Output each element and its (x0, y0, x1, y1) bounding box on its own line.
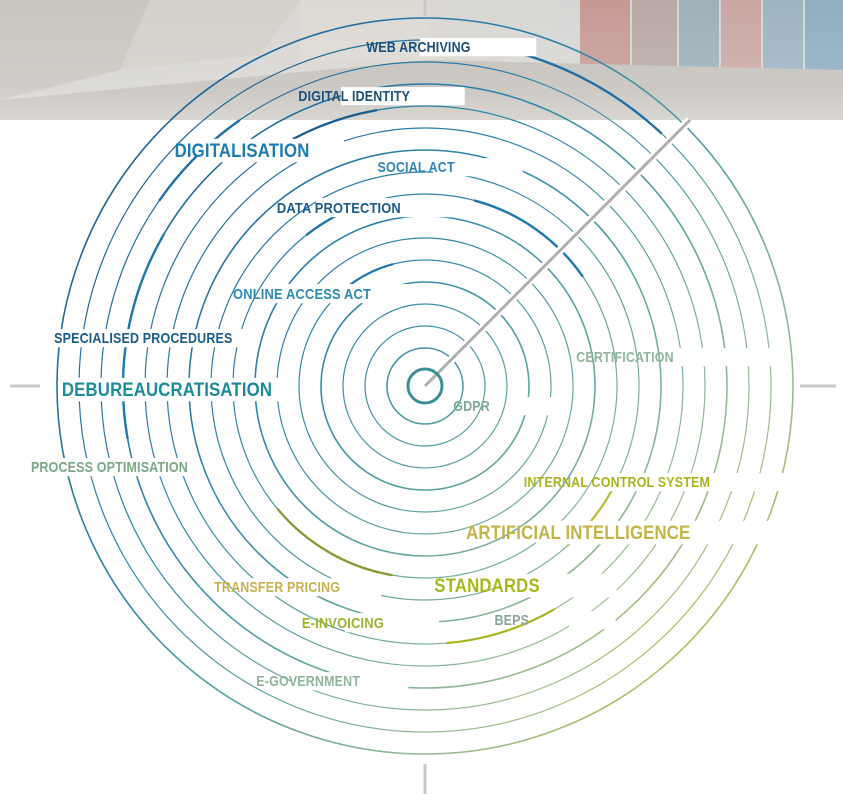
label-specialised-procedures: SPECIALISED PROCEDURES (54, 330, 232, 346)
label-gap (419, 38, 537, 57)
label-gap (568, 611, 616, 630)
label-standards: STANDARDS (434, 575, 540, 596)
label-gap (56, 329, 248, 348)
label-gap (603, 473, 802, 492)
label-gap (30, 458, 199, 477)
ring (364, 325, 486, 447)
label-gap (664, 348, 774, 367)
label-transfer-pricing: TRANSFER PRICING (214, 579, 340, 595)
ring (320, 281, 530, 491)
accent-arc (158, 119, 241, 202)
label-process-optimisation: PROCESS OPTIMISATION (31, 459, 188, 475)
accent-arc (276, 508, 393, 577)
accent-arc (446, 608, 556, 645)
label-online-access-act: ONLINE ACCESS ACT (233, 285, 371, 302)
label-gap (196, 138, 344, 163)
label-gap (264, 284, 416, 304)
label-gap (345, 613, 440, 633)
accent-arc (292, 109, 378, 140)
pointer-line (423, 118, 692, 388)
label-e-government: E-GOVERNMENT (256, 673, 360, 689)
label-gap (535, 520, 773, 545)
center-ring (406, 367, 444, 405)
label-gap (291, 672, 409, 691)
label-data-protection: DATA PROTECTION (277, 199, 401, 216)
ring (56, 17, 794, 755)
ring (386, 347, 464, 425)
label-gap (498, 573, 617, 598)
ring (298, 259, 552, 513)
label-gdpr: GDPR (453, 398, 490, 414)
label-gap (521, 397, 570, 416)
accent-arc (473, 199, 584, 278)
ring (342, 303, 508, 469)
label-beps: BEPS (494, 612, 529, 628)
label-e-invoicing: E-INVOICING (302, 614, 384, 631)
label-certification: CERTIFICATION (576, 349, 674, 365)
label-digitalisation: DIGITALISATION (175, 140, 310, 161)
label-gap (341, 87, 465, 106)
label-bgs (30, 38, 802, 691)
label-internal-control-system: INTERNAL CONTROL SYSTEM (524, 474, 710, 490)
label-debureaucratisation: DEBUREAUCRATISATION (62, 379, 272, 400)
label-social-act: SOCIAL ACT (378, 159, 456, 175)
label-gap (66, 377, 289, 402)
label-web-archiving: WEB ARCHIVING (366, 39, 470, 55)
label-artificial-intelligence: ARTIFICIAL INTELLIGENCE (466, 522, 690, 543)
label-gap (433, 158, 523, 177)
label-gap (242, 578, 382, 597)
label-gap (316, 198, 452, 218)
label-digital-identity: DIGITAL IDENTITY (298, 88, 410, 104)
